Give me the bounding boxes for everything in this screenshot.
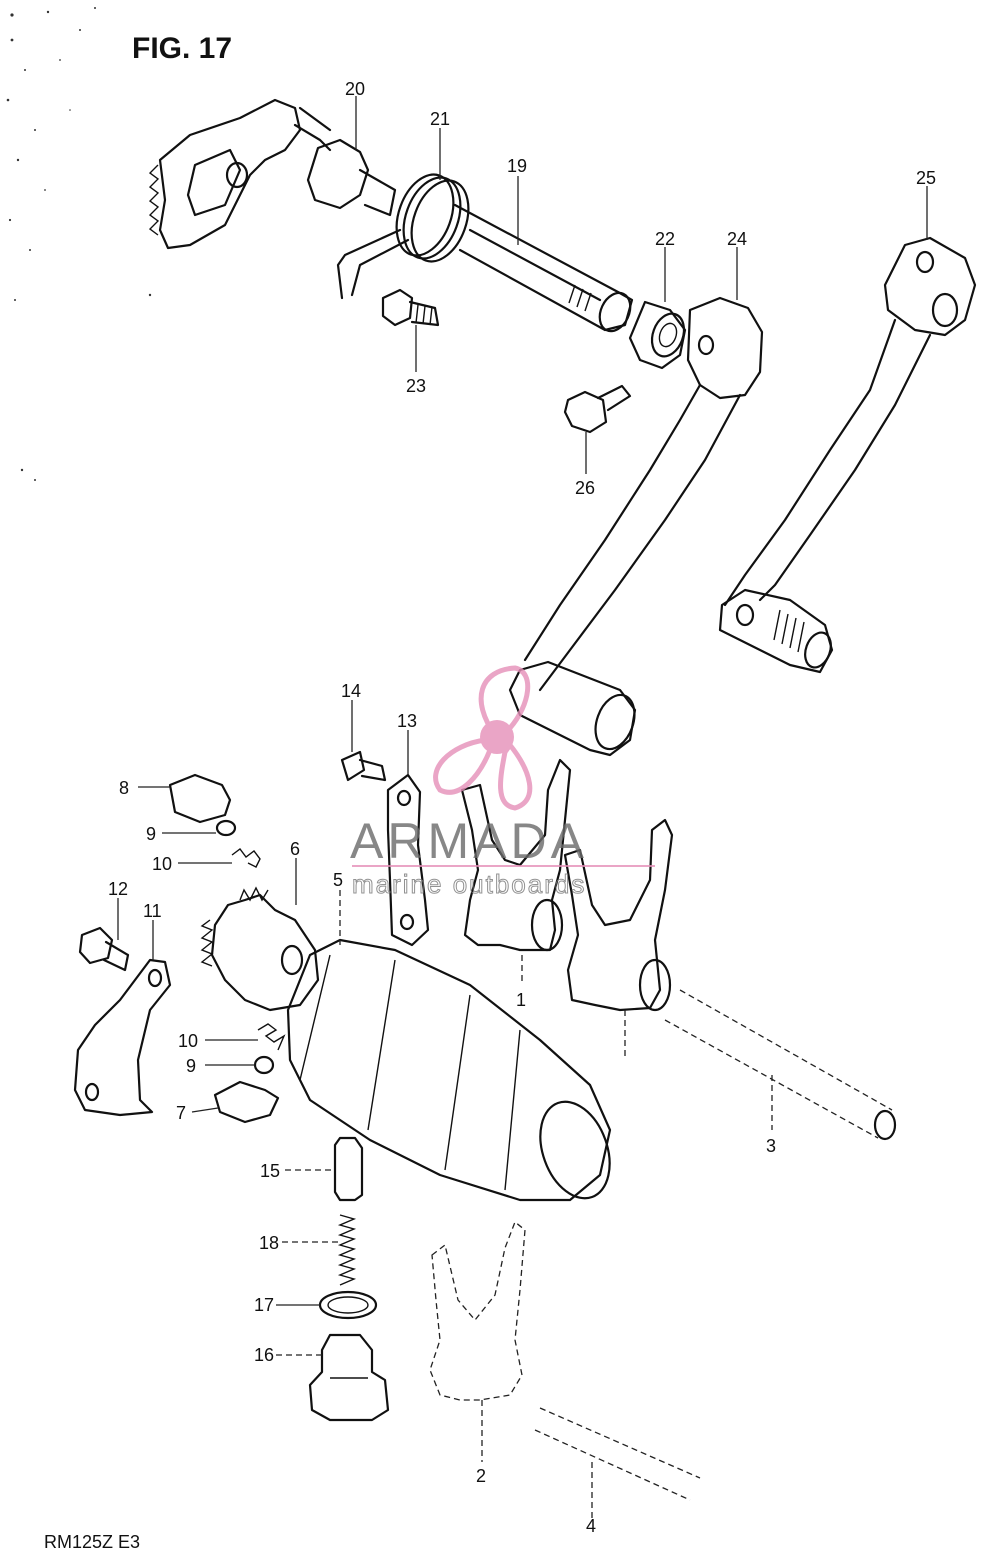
callout-3: 3 — [766, 1136, 776, 1156]
callout-23: 23 — [406, 376, 426, 396]
callout-6: 6 — [290, 839, 300, 859]
callout-9-lower: 9 — [186, 1056, 196, 1076]
model-code: RM125Z E3 — [44, 1532, 140, 1552]
watermark-brand: ARMADA — [350, 813, 588, 869]
part-3-shift-fork — [563, 818, 897, 1141]
part-21-spring — [336, 173, 470, 300]
part-12-bolt — [78, 926, 130, 972]
leader-lines — [117, 96, 928, 1518]
callout-21: 21 — [430, 109, 450, 129]
callout-22: 22 — [655, 229, 675, 249]
part-5-gearshift-cam — [286, 938, 612, 1202]
callout-15: 15 — [260, 1161, 280, 1181]
watermark-tagline: marine outboards — [352, 869, 586, 899]
callout-14: 14 — [341, 681, 361, 701]
figure-title: FIG. 17 — [132, 32, 232, 65]
watermark: ARMADA marine outboards — [350, 665, 655, 900]
callout-9-upper: 9 — [146, 824, 156, 844]
part-17-washer — [318, 1290, 378, 1320]
callout-10-lower: 10 — [178, 1031, 198, 1051]
part-11-plate — [73, 958, 172, 1117]
part-26-bolt — [563, 384, 632, 434]
part-19-shaft — [453, 203, 634, 333]
callout-24: 24 — [727, 229, 747, 249]
callout-8: 8 — [119, 778, 129, 798]
callout-18: 18 — [259, 1233, 279, 1253]
callout-4: 4 — [586, 1516, 596, 1536]
scan-noise — [6, 7, 152, 481]
part-23-bolt — [381, 288, 440, 327]
part-18-spring — [337, 1214, 357, 1286]
part-9-pin — [215, 819, 275, 1075]
callout-25: 25 — [916, 168, 936, 188]
callout-17: 17 — [254, 1295, 274, 1315]
part-14-screw — [340, 750, 387, 782]
part-22-bushing — [628, 300, 687, 370]
callout-20: 20 — [345, 79, 365, 99]
callout-1: 1 — [516, 990, 526, 1010]
part-6-cam-gear — [200, 886, 320, 1012]
part-24-gearshift-lever — [508, 296, 764, 757]
callout-labels: 20 21 19 22 24 25 23 26 14 13 8 9 10 6 5… — [108, 79, 936, 1536]
callout-11: 11 — [143, 901, 162, 921]
callout-5: 5 — [333, 870, 343, 890]
callout-7: 7 — [176, 1103, 186, 1123]
callout-12: 12 — [108, 879, 128, 899]
part-25-lever — [718, 236, 977, 674]
part-15-pin — [333, 1136, 364, 1202]
callout-26: 26 — [575, 478, 595, 498]
part-16-plug — [308, 1333, 390, 1422]
part-13-stopper-plate — [386, 773, 430, 947]
part-8-cam-stopper — [168, 773, 232, 824]
callout-2: 2 — [476, 1466, 486, 1486]
part-7-stopper — [213, 1080, 280, 1124]
part-20-gear-shift-shaft — [148, 98, 397, 250]
part-2-shift-fork — [429, 1220, 701, 1501]
part-10-spring — [231, 848, 286, 1051]
callout-19: 19 — [507, 156, 527, 176]
propeller-logo-icon — [433, 665, 533, 811]
callout-16: 16 — [254, 1345, 274, 1365]
callout-10-upper: 10 — [152, 854, 172, 874]
part-1-shift-fork — [460, 758, 572, 952]
callout-13: 13 — [397, 711, 417, 731]
